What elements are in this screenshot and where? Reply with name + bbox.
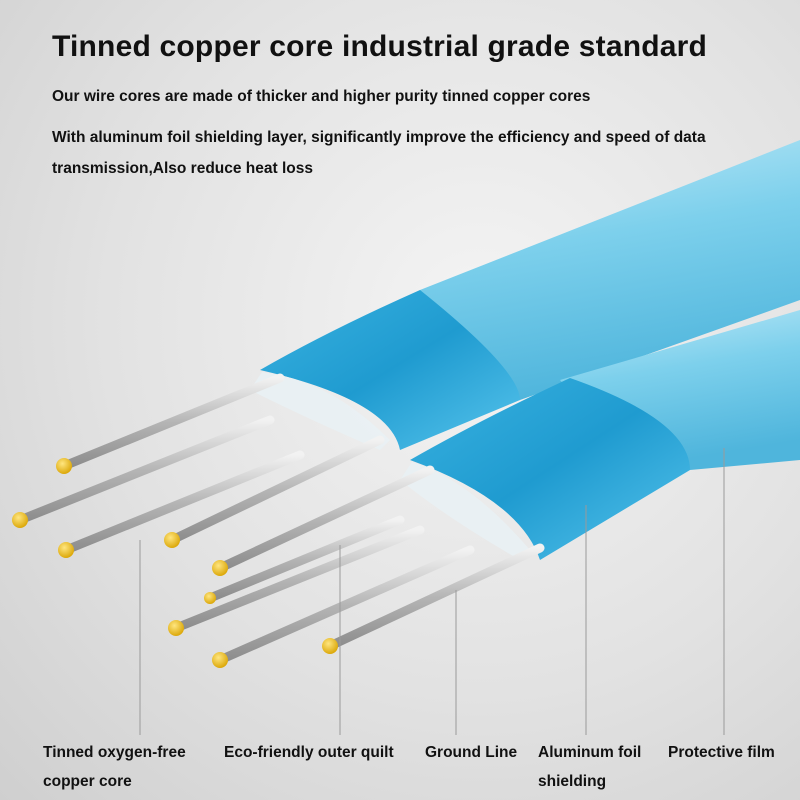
wire (325, 543, 545, 651)
label-protective-film: Protective film (668, 744, 775, 761)
wire-tip (212, 560, 228, 576)
wire-tip (12, 512, 28, 528)
wire-tip (58, 542, 74, 558)
headline: Tinned copper core industrial grade stan… (52, 30, 708, 63)
lower-cable-inner-core (400, 462, 530, 560)
subtitle-foil-shielding: With aluminum foil shielding layer, sign… (52, 129, 706, 177)
label-copper-core: Tinned oxygen-free copper core (43, 744, 186, 790)
label-ground-line: Ground Line (425, 744, 518, 761)
wire (205, 515, 405, 603)
label-foil-shielding: Aluminum foil shielding (538, 744, 642, 790)
wire (215, 465, 435, 573)
upper-cable-inner-core (250, 372, 390, 450)
lower-cable (400, 310, 800, 560)
wire (167, 435, 385, 545)
wire (15, 415, 275, 525)
wire-tip (212, 652, 228, 668)
upper-cable-jacket (420, 140, 800, 403)
wire (171, 525, 425, 633)
wire (61, 450, 305, 555)
wire (59, 373, 285, 471)
wire-tip (322, 638, 338, 654)
upper-wire-bundle (12, 373, 385, 558)
upper-cable-foil (260, 290, 520, 450)
label-outer-quilt: Eco-friendly outer quilt (224, 744, 394, 761)
subtitle-wire-cores: Our wire cores are made of thicker and h… (52, 88, 591, 105)
lower-cable-foil (410, 378, 690, 560)
wire-tip (168, 620, 184, 636)
upper-cable (250, 140, 800, 450)
wire-tip (56, 458, 72, 474)
callout-lines (139, 448, 725, 735)
wire (215, 545, 475, 665)
wire-tip (204, 592, 216, 604)
wire-tip (164, 532, 180, 548)
lower-wire-bundle (168, 465, 545, 668)
